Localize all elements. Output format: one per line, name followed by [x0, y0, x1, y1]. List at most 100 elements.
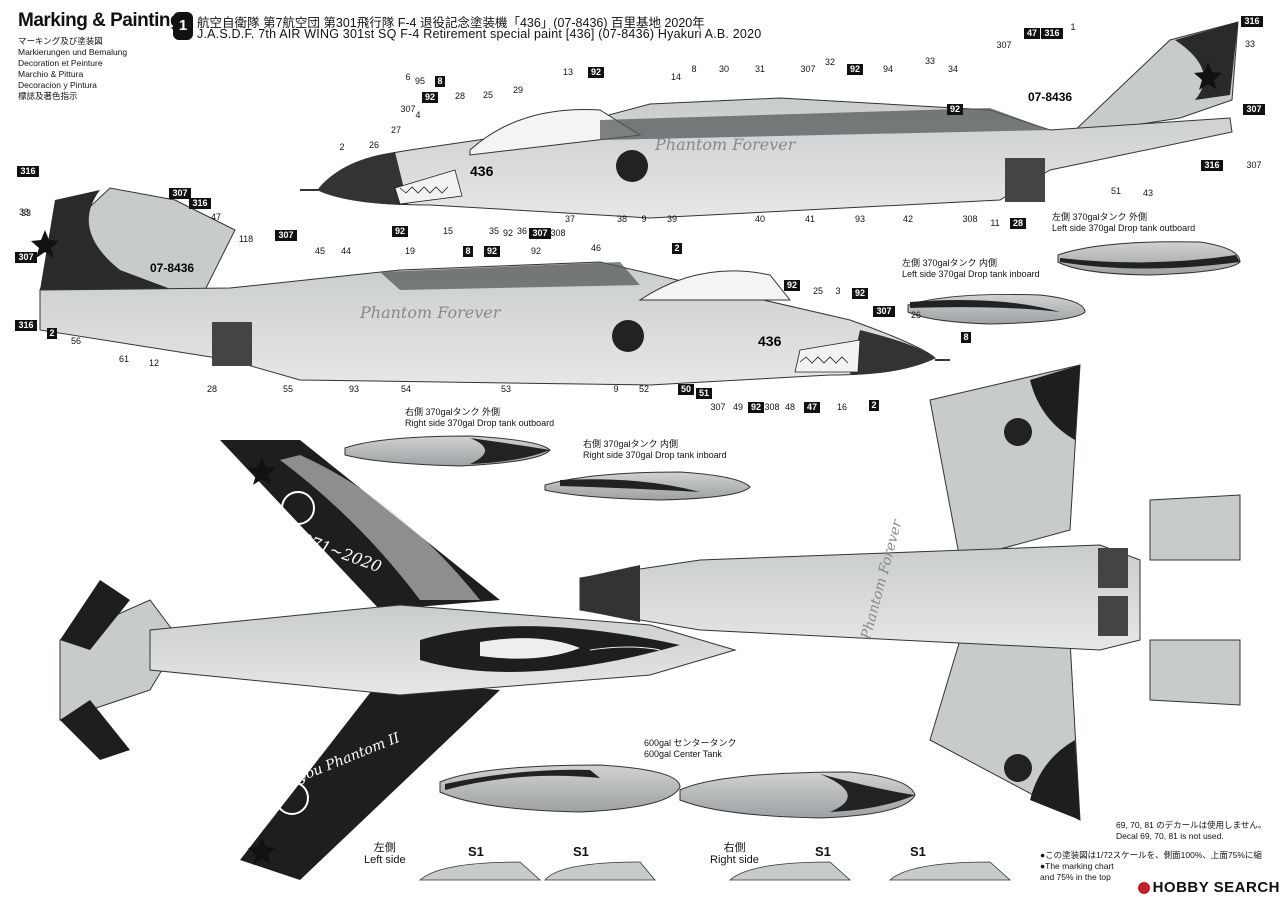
step-number-badge: 1 [173, 12, 193, 40]
callout-box [804, 402, 820, 413]
tail-star-icon [1194, 62, 1222, 90]
callout-number: 46 [591, 243, 601, 253]
callout-number: 307 [996, 40, 1011, 50]
callout-number: 2 [674, 243, 679, 253]
phantom-forever-script: Phantom Forever [654, 135, 797, 154]
callout-number: 92 [395, 226, 405, 236]
brand-logo-icon [1137, 882, 1150, 895]
title-translation: 標誌及著色指示 [18, 91, 78, 101]
wing-bottom-upper [929, 364, 1081, 561]
callout-number: 4 [415, 110, 420, 120]
callout-number: 27 [391, 125, 401, 135]
callout-number: 43 [1143, 188, 1153, 198]
callout-number: 93 [855, 214, 865, 224]
scale-note: ●この塗装図は1/72スケールを、側面100%、上面75%に縮●The mark… [1040, 850, 1262, 882]
pylon-details-right [728, 861, 1012, 881]
callout-number: 34 [948, 64, 958, 74]
callout-number: 308 [962, 214, 977, 224]
callout-number: 32 [825, 57, 835, 67]
callout-number: 47 [1027, 28, 1037, 38]
tail-star-icon [31, 230, 59, 258]
callout-number: 316 [1204, 160, 1219, 170]
drop-tank-left-outboard [1057, 241, 1241, 276]
center-tank-left [439, 764, 681, 813]
spine-stripe [600, 108, 1050, 140]
wing-top-lower [240, 680, 500, 880]
callout-number: 316 [20, 166, 35, 176]
canopy-right [469, 109, 642, 156]
wing-roundel-outline [275, 781, 309, 815]
exhaust-nozzle [212, 322, 252, 366]
callout-number: 51 [699, 388, 709, 398]
callout-number: 33 [19, 207, 29, 217]
callout-box [17, 166, 39, 177]
callout-number: 45 [315, 246, 325, 256]
callout-box [784, 280, 800, 291]
callout-box [947, 104, 963, 115]
callout-number: 308 [764, 402, 779, 412]
callout-number: 51 [1111, 186, 1121, 196]
callout-number: 12 [149, 358, 159, 368]
callout-number: 8 [437, 76, 442, 86]
callout-number: 56 [71, 336, 81, 346]
callout-box [435, 76, 445, 87]
callout-number: 35 [489, 226, 499, 236]
callout-number: 39 [667, 214, 677, 224]
callout-number: 9 [613, 384, 618, 394]
callout-number: 42 [903, 214, 913, 224]
callout-number: 29 [513, 85, 523, 95]
nose-number: 436 [758, 333, 782, 349]
callout-number: 8 [963, 332, 968, 342]
callout-box [852, 288, 868, 299]
phantom-forever-script: Phantom Forever [359, 303, 502, 322]
canopy-left [638, 270, 792, 301]
left-profile-view: 07-8436 436 Phantom Forever [31, 187, 950, 386]
callout-number: 9 [641, 214, 646, 224]
callout-number: 26 [911, 310, 921, 320]
callout-number: 92 [503, 228, 513, 238]
callout-box [47, 328, 57, 339]
callout-number: 44 [341, 246, 351, 256]
callout-box [748, 402, 764, 413]
callout-number: 1 [1070, 22, 1075, 32]
callout-number: 33 [1245, 39, 1255, 49]
tail-serial: 07-8436 [1028, 90, 1072, 104]
callout-box [169, 188, 191, 199]
drop-tank-right-outboard [344, 435, 551, 467]
callout-number: 15 [443, 226, 453, 236]
page-title: Marking & Painting [18, 10, 182, 31]
callout-number: 92 [425, 92, 435, 102]
callout-box [1241, 16, 1263, 27]
callout-box [1243, 104, 1265, 115]
title-translation: Decoration et Peinture [18, 58, 103, 68]
callout-box [275, 230, 297, 241]
callout-number: 50 [681, 384, 691, 394]
callout-number: 118 [239, 234, 253, 244]
shark-mouth [394, 169, 463, 205]
callout-number: 55 [283, 384, 293, 394]
callout-number: 30 [719, 64, 729, 74]
callout-box [847, 64, 863, 75]
callout-box [678, 384, 694, 395]
callout-box [392, 226, 408, 237]
s1-label: S1 [815, 844, 831, 859]
callout-number: 52 [639, 384, 649, 394]
callout-number: 48 [785, 402, 795, 412]
title-translation: マーキング及び塗装図 [18, 36, 103, 46]
callout-number: 92 [787, 280, 797, 290]
callout-box [529, 228, 551, 239]
callout-number: 38 [617, 214, 627, 224]
nose-number: 436 [470, 163, 494, 179]
title-translation: Markierungen und Bemalung [18, 47, 128, 57]
callout-number: 92 [751, 402, 761, 412]
callout-box [873, 306, 895, 317]
callout-number: 47 [807, 402, 817, 412]
drop-tank-right-inboard [544, 471, 751, 501]
callout-number: 31 [755, 64, 765, 74]
nose-radome [318, 152, 408, 205]
